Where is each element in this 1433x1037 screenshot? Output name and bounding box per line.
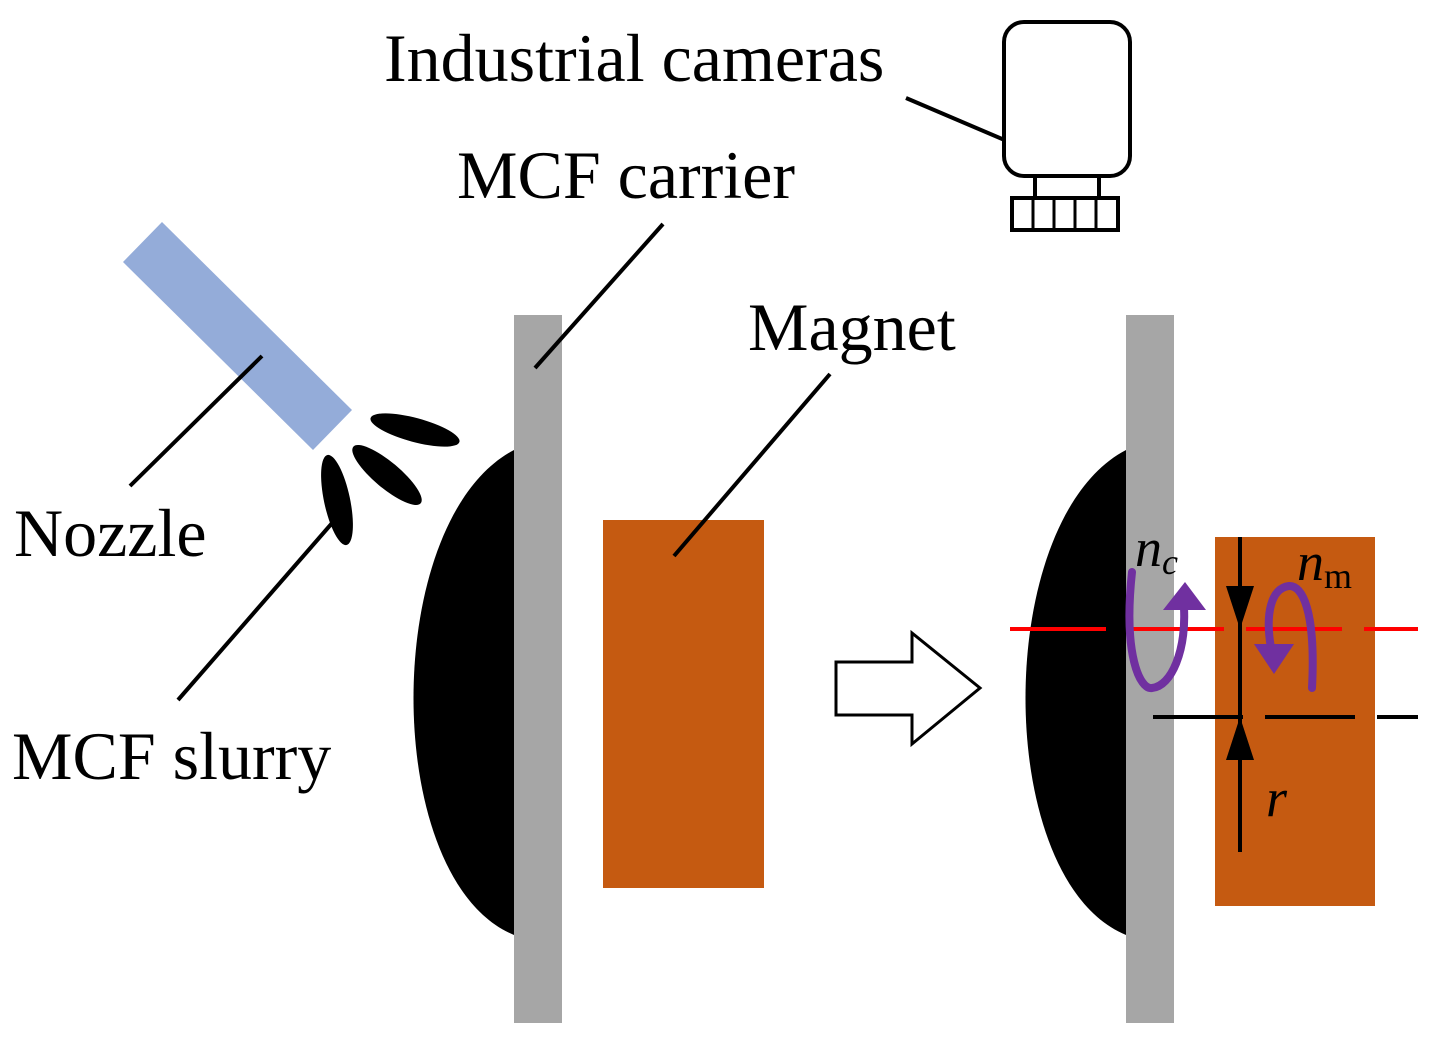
hollow-right-arrow-icon (834, 629, 983, 748)
label-nm-symbol: n (1297, 532, 1324, 592)
label-nozzle: Nozzle (14, 495, 207, 571)
label-mcf-carrier: MCF carrier (457, 137, 795, 213)
label-nc: nc (1135, 518, 1178, 582)
slurry-droplet (321, 454, 353, 546)
label-mcf-slurry: MCF slurry (12, 718, 331, 794)
label-magnet: Magnet (748, 289, 956, 365)
camera-icon (1002, 20, 1132, 232)
leader-line-nozzle (128, 354, 264, 488)
mcf-slurry-blob-right (1025, 450, 1126, 935)
label-nc-symbol: n (1135, 518, 1162, 578)
leader-line-carrier (533, 222, 665, 370)
mcf-carrier (514, 315, 562, 1023)
slurry-droplet (370, 413, 460, 447)
carrier-rotation-arrowhead (1163, 582, 1206, 610)
label-nm-subscript: m (1324, 556, 1352, 596)
leader-line-magnet (672, 372, 832, 558)
label-r: r (1266, 768, 1288, 828)
label-nc-subscript: c (1162, 542, 1178, 582)
dimension-arrowhead-down (1226, 586, 1254, 629)
magnet-rotation-arrow (1264, 582, 1317, 692)
mcf-slurry-blob (413, 450, 514, 935)
label-nm: nm (1297, 532, 1352, 596)
nozzle (123, 222, 352, 450)
slurry-droplet (352, 445, 422, 505)
label-industrial-cameras: Industrial cameras (384, 20, 884, 96)
leader-line-slurry (176, 520, 335, 702)
magnet (603, 520, 764, 888)
magnet-rotation-arrowhead (1254, 644, 1294, 674)
dimension-arrowhead-up (1226, 717, 1254, 760)
carrier-rotation-arrow (1125, 568, 1189, 692)
